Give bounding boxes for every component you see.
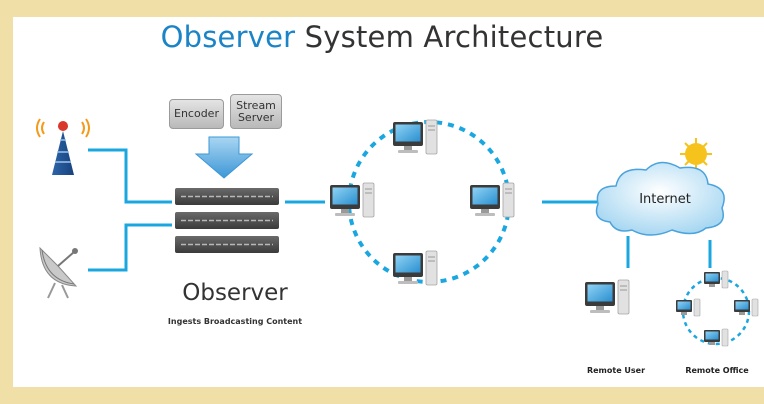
title-rest: System Architecture	[304, 20, 604, 54]
dish-link	[88, 223, 172, 272]
stream-server-box: Stream Server	[230, 94, 282, 129]
remote-user-computer-icon	[584, 279, 630, 315]
cloud-icon	[595, 161, 725, 236]
computer-icon	[392, 119, 438, 155]
server-rack-icon	[175, 188, 279, 253]
internet-label: Internet	[639, 192, 691, 207]
encoder-box: Encoder	[169, 99, 224, 129]
diagram-title: Observer System Architecture	[0, 20, 764, 54]
observer-label: Observer	[182, 280, 288, 306]
antenna-tower-icon	[36, 118, 90, 175]
tower-link	[88, 148, 172, 204]
sun-icon	[680, 138, 712, 170]
remote-office-label: Remote Office	[685, 366, 749, 375]
satellite-dish-icon	[39, 246, 78, 299]
remote-office-icon	[675, 270, 759, 347]
title-brand: Observer	[160, 20, 296, 54]
ingest-arrow-icon	[194, 136, 254, 179]
computer-icon	[469, 182, 515, 218]
computer-icon	[329, 182, 375, 218]
connector-lines	[88, 148, 712, 272]
computer-icon	[392, 250, 438, 286]
remote-user-label: Remote User	[586, 366, 646, 375]
observer-subtitle: Ingests Broadcasting Content	[167, 317, 303, 326]
